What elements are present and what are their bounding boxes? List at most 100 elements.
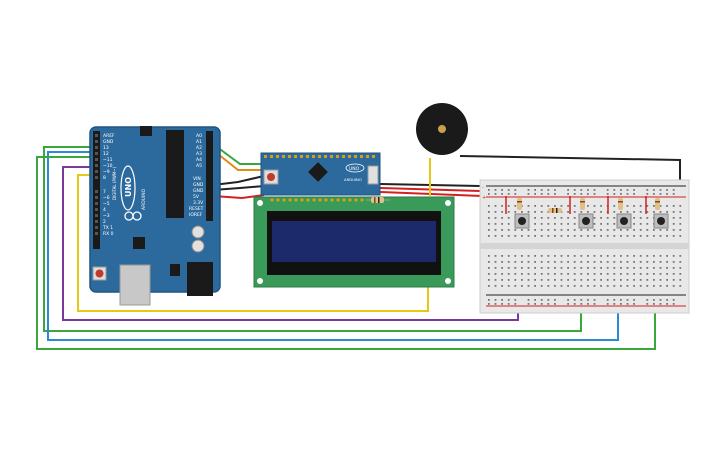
breadboard-hole[interactable] [534, 303, 536, 305]
breadboard-hole[interactable] [527, 267, 530, 269]
breadboard-hole[interactable] [573, 193, 576, 195]
breadboard-hole[interactable] [580, 229, 583, 231]
breadboard-hole[interactable] [626, 285, 629, 287]
breadboard-hole[interactable] [507, 279, 510, 281]
breadboard-hole[interactable] [633, 229, 635, 231]
breadboard-hole[interactable] [600, 255, 602, 257]
breadboard-hole[interactable] [573, 303, 576, 305]
breadboard-hole[interactable] [666, 273, 668, 275]
breadboard-hole[interactable] [521, 255, 523, 257]
breadboard-hole[interactable] [659, 255, 662, 257]
breadboard-hole[interactable] [567, 303, 569, 305]
breadboard-hole[interactable] [653, 261, 655, 263]
breadboard-hole[interactable] [494, 299, 497, 301]
breadboard-hole[interactable] [593, 273, 596, 275]
breadboard-hole[interactable] [540, 235, 543, 237]
breadboard-hole[interactable] [653, 273, 655, 275]
breadboard-hole[interactable] [554, 267, 556, 269]
breadboard-hole[interactable] [646, 279, 649, 281]
resistor[interactable] [580, 198, 585, 210]
breadboard-hole[interactable] [587, 303, 589, 305]
breadboard-hole[interactable] [580, 235, 583, 237]
breadboard-hole[interactable] [494, 189, 497, 191]
breadboard-hole[interactable] [659, 229, 662, 231]
breadboard-hole[interactable] [633, 217, 635, 219]
breadboard-hole[interactable] [633, 285, 635, 287]
lcd-display[interactable] [253, 196, 455, 288]
breadboard-hole[interactable] [494, 261, 497, 263]
breadboard-hole[interactable] [600, 205, 602, 207]
breadboard-hole[interactable] [620, 303, 622, 305]
breadboard-hole[interactable] [494, 285, 497, 287]
breadboard-hole[interactable] [488, 267, 490, 269]
breadboard-hole[interactable] [613, 205, 616, 207]
breadboard-hole[interactable] [534, 189, 536, 191]
breadboard-hole[interactable] [633, 279, 635, 281]
breadboard-hole[interactable] [666, 235, 668, 237]
breadboard-hole[interactable] [514, 193, 517, 195]
breadboard-hole[interactable] [567, 261, 569, 263]
breadboard-hole[interactable] [626, 261, 629, 263]
breadboard-hole[interactable] [639, 229, 642, 231]
breadboard-hole[interactable] [659, 279, 662, 281]
breadboard-hole[interactable] [646, 255, 649, 257]
wire-yellow[interactable] [77, 174, 429, 312]
breadboard-hole[interactable] [573, 217, 576, 219]
breadboard-hole[interactable] [547, 229, 550, 231]
breadboard-hole[interactable] [573, 189, 576, 191]
breadboard-hole[interactable] [547, 285, 550, 287]
power-jack[interactable] [187, 262, 213, 296]
breadboard-hole[interactable] [527, 299, 530, 301]
breadboard-hole[interactable] [600, 267, 602, 269]
breadboard-hole[interactable] [606, 279, 609, 281]
breadboard-hole[interactable] [501, 189, 503, 191]
breadboard-hole[interactable] [527, 285, 530, 287]
breadboard-hole[interactable] [659, 267, 662, 269]
breadboard-hole[interactable] [560, 255, 563, 257]
resistor[interactable] [618, 198, 623, 210]
breadboard-hole[interactable] [672, 285, 675, 287]
breadboard-hole[interactable] [554, 205, 556, 207]
breadboard-hole[interactable] [501, 285, 503, 287]
breadboard-hole[interactable] [600, 223, 602, 225]
breadboard-hole[interactable] [514, 255, 517, 257]
breadboard-hole[interactable] [646, 211, 649, 213]
breadboard-hole[interactable] [666, 255, 668, 257]
breadboard-hole[interactable] [653, 303, 655, 305]
breadboard-hole[interactable] [613, 299, 616, 301]
breadboard-hole[interactable] [593, 255, 596, 257]
breadboard-hole[interactable] [540, 285, 543, 287]
breadboard-hole[interactable] [620, 279, 622, 281]
breadboard-hole[interactable] [580, 211, 583, 213]
breadboard-hole[interactable] [613, 273, 616, 275]
breadboard-hole[interactable] [494, 193, 497, 195]
breadboard-hole[interactable] [573, 205, 576, 207]
breadboard-hole[interactable] [672, 211, 675, 213]
lcd-i2c-adapter[interactable]: UNO ARDUINO [260, 152, 381, 196]
breadboard-hole[interactable] [626, 255, 629, 257]
breadboard-hole[interactable] [626, 193, 629, 195]
breadboard-hole[interactable] [666, 229, 668, 231]
breadboard-hole[interactable] [540, 299, 543, 301]
breadboard-hole[interactable] [507, 211, 510, 213]
breadboard-hole[interactable] [554, 223, 556, 225]
breadboard-hole[interactable] [659, 205, 662, 207]
breadboard-hole[interactable] [646, 303, 649, 305]
breadboard-hole[interactable] [540, 193, 543, 195]
breadboard-hole[interactable] [540, 229, 543, 231]
breadboard-hole[interactable] [679, 211, 682, 213]
breadboard-hole[interactable] [620, 189, 622, 191]
breadboard-hole[interactable] [507, 273, 510, 275]
breadboard-hole[interactable] [527, 189, 530, 191]
breadboard-hole[interactable] [494, 205, 497, 207]
breadboard-hole[interactable] [679, 235, 682, 237]
breadboard-hole[interactable] [507, 223, 510, 225]
arduino-uno-board[interactable]: AREF GND 13 12 ~11 ~10 ~9 8 7 ~6 ~5 4 ~3… [89, 126, 221, 306]
breadboard-hole[interactable] [560, 205, 563, 207]
breadboard-hole[interactable] [560, 267, 563, 269]
breadboard-hole[interactable] [580, 273, 583, 275]
breadboard-hole[interactable] [613, 217, 616, 219]
breadboard-hole[interactable] [534, 235, 536, 237]
breadboard-hole[interactable] [488, 229, 490, 231]
resistor[interactable] [366, 197, 390, 203]
